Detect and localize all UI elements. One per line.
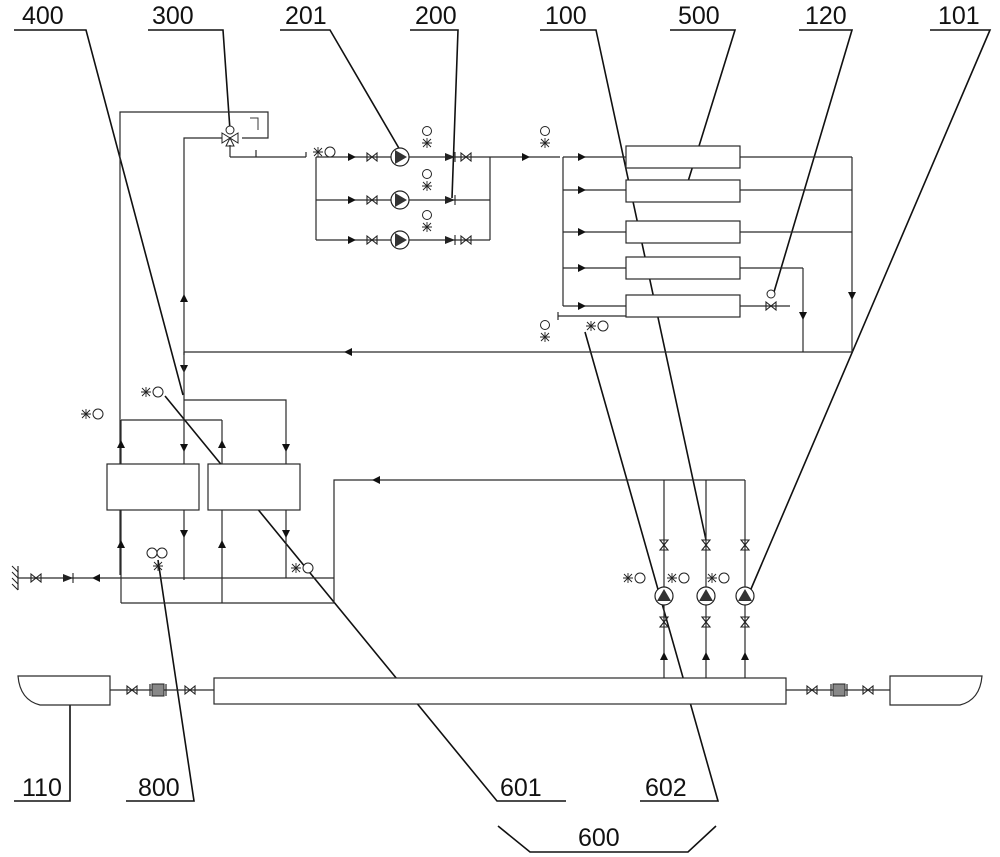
gauge-icon: [146, 547, 168, 572]
pump-group-100: [660, 480, 749, 678]
exchanger-group-400: [80, 352, 745, 604]
gauge-icon: [706, 572, 730, 584]
label-120: 120: [805, 2, 847, 30]
pump-manifold: [119, 111, 560, 575]
filter-icon: [149, 683, 848, 697]
label-200: 200: [415, 2, 457, 30]
label-leaders: [14, 29, 992, 853]
three-way-valve-icon: [221, 125, 239, 147]
label-600: 600: [578, 824, 620, 852]
gauge-icon: [80, 408, 104, 420]
gauge-icon: [539, 126, 551, 149]
label-300: 300: [152, 2, 194, 30]
unit-group-500: [557, 145, 856, 352]
label-500: 500: [678, 2, 720, 30]
pump-icon: [390, 147, 410, 167]
label-602: 602: [645, 774, 687, 802]
gauge-icon: [421, 210, 433, 233]
gauge-icon: [140, 386, 164, 398]
pump-icon: [654, 586, 674, 606]
label-800: 800: [138, 774, 180, 802]
gauge-icon: [666, 572, 690, 584]
label-110: 110: [22, 774, 62, 802]
bottom-tank-line: [17, 675, 983, 706]
gauge-icon: [622, 572, 646, 584]
gauge-icon: [312, 146, 336, 158]
label-101: 101: [938, 2, 980, 30]
gauge-icon: [290, 562, 314, 574]
gauge-icon: [421, 169, 433, 192]
label-400: 400: [22, 2, 64, 30]
pump-icon: [390, 190, 410, 210]
gauge-icon: [539, 320, 551, 343]
gauge-icon: [585, 320, 609, 332]
label-201: 201: [285, 2, 327, 30]
pump-icon: [696, 586, 716, 606]
gauge-icon: [421, 126, 433, 149]
label-100: 100: [545, 2, 587, 30]
label-601: 601: [500, 774, 542, 802]
pump-icon: [735, 586, 755, 606]
pump-icon: [390, 230, 410, 250]
